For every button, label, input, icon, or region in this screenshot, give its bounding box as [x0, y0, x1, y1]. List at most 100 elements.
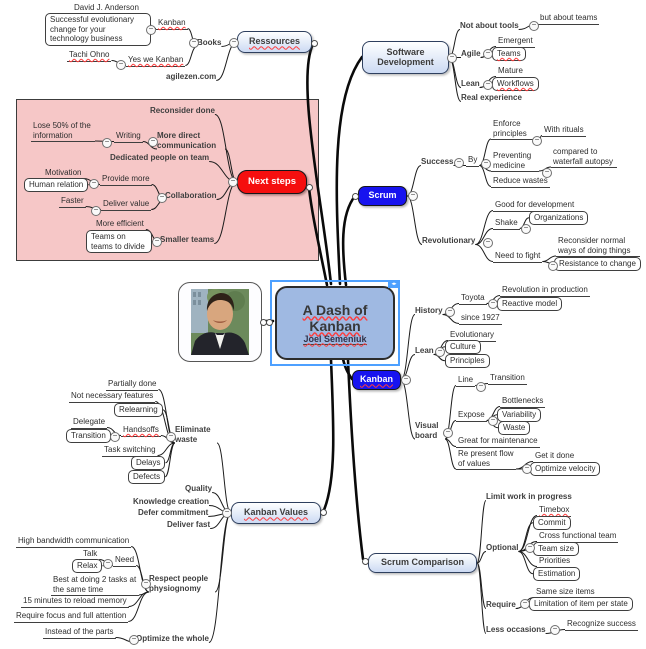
- collapse-icon[interactable]: −: [435, 347, 445, 357]
- topic-human-relation[interactable]: Human relation: [24, 178, 89, 192]
- collapse-icon[interactable]: −: [548, 261, 558, 271]
- topic-next-steps[interactable]: Next steps: [237, 170, 307, 194]
- collapse-icon[interactable]: −: [525, 543, 535, 553]
- topic-not-about-tools[interactable]: Not about tools: [460, 21, 519, 30]
- collapse-icon[interactable]: −: [521, 224, 531, 234]
- topic-resistance-to-change[interactable]: Resistance to change: [554, 257, 641, 271]
- collapse-icon[interactable]: −: [157, 193, 167, 203]
- collapse-icon[interactable]: −: [445, 307, 455, 317]
- topic-transition-2[interactable]: Transition: [66, 429, 111, 443]
- topic-books[interactable]: Books: [197, 38, 222, 47]
- topic-get-it-done[interactable]: Get it done: [533, 451, 577, 463]
- topic-teams[interactable]: Teams: [492, 47, 526, 61]
- topic-lean-kanban[interactable]: Lean: [415, 346, 434, 355]
- topic-optimize-the-whole[interactable]: Optimize the whole: [136, 634, 209, 643]
- topic-delegate[interactable]: Delegate: [71, 417, 108, 429]
- topic-reduce-wastes[interactable]: Reduce wastes: [491, 176, 550, 188]
- topic-expose[interactable]: Expose: [456, 410, 487, 422]
- topic-reconsider-done[interactable]: Reconsider done: [150, 106, 215, 115]
- collapse-icon[interactable]: −: [532, 136, 542, 146]
- topic-dedicated-people[interactable]: Dedicated people on team: [110, 153, 210, 162]
- topic-knowledge-creation[interactable]: Knowledge creation: [133, 497, 210, 506]
- collapse-icon[interactable]: −: [520, 599, 530, 609]
- topic-smaller-teams[interactable]: Smaller teams: [160, 235, 215, 244]
- topic-kanban[interactable]: Kanban: [352, 370, 401, 390]
- topic-commit[interactable]: Commit: [533, 516, 571, 530]
- collapse-icon[interactable]: −: [483, 49, 493, 59]
- topic-successful-evolutionary-change[interactable]: Successful evolutionary change for your …: [45, 13, 151, 46]
- topic-since-1927[interactable]: since 1927: [459, 313, 502, 325]
- collapse-icon[interactable]: −: [89, 179, 99, 189]
- topic-relearning[interactable]: Relearning: [114, 403, 163, 417]
- topic-require-focus[interactable]: Require focus and full attention: [14, 611, 129, 623]
- central-topic[interactable]: A Dash of Kanban Joel Semeniuk: [275, 286, 395, 360]
- topic-revolution-in-production[interactable]: Revolution in production: [500, 285, 590, 297]
- topic-transition[interactable]: Transition: [488, 373, 527, 385]
- speaker-photo[interactable]: [178, 282, 262, 362]
- collapse-icon[interactable]: −: [148, 137, 158, 147]
- topic-estimation[interactable]: Estimation: [533, 567, 581, 581]
- topic-provide-more[interactable]: Provide more: [100, 174, 152, 186]
- topic-represent-flow-of-values[interactable]: Re present flow of values: [456, 449, 516, 470]
- topic-defects[interactable]: Defects: [128, 470, 166, 484]
- topic-relax[interactable]: Relax: [72, 559, 103, 573]
- topic-preventing-medicine[interactable]: Preventing medicine: [491, 151, 539, 172]
- topic-timebox[interactable]: Timebox: [537, 505, 572, 517]
- topic-recognize-success[interactable]: Recognize success: [565, 619, 638, 631]
- topic-faster[interactable]: Faster: [59, 196, 86, 208]
- topic-emergent[interactable]: Emergent: [496, 36, 535, 48]
- topic-deliver-fast[interactable]: Deliver fast: [167, 520, 211, 529]
- topic-shake[interactable]: Shake: [493, 218, 520, 230]
- collapse-icon[interactable]: −: [110, 432, 120, 442]
- collapse-icon[interactable]: −: [542, 168, 552, 178]
- topic-history[interactable]: History: [415, 306, 443, 315]
- topic-bottlenecks[interactable]: Bottlenecks: [500, 396, 546, 408]
- collapse-icon[interactable]: −: [91, 206, 101, 216]
- topic-toyota[interactable]: Toyota: [459, 293, 487, 305]
- topic-great-for-maintenance[interactable]: Great for maintenance: [456, 436, 540, 448]
- topic-lose-50-percent[interactable]: Lose 50% of the information: [31, 121, 95, 142]
- topic-success[interactable]: Success: [421, 157, 454, 166]
- topic-teams-on-teams-to-divide[interactable]: Teams on teams to divide: [86, 230, 152, 253]
- topic-deliver-value[interactable]: Deliver value: [101, 199, 152, 211]
- topic-collaboration[interactable]: Collaboration: [165, 191, 217, 200]
- central-topic-selection-frame[interactable]: ◂▸ A Dash of Kanban Joel Semeniuk: [270, 280, 400, 366]
- topic-task-switching[interactable]: Task switching: [102, 445, 158, 457]
- topic-defer-commitment[interactable]: Defer commitment: [138, 508, 209, 517]
- topic-line[interactable]: Line: [456, 375, 476, 387]
- topic-handsoffs[interactable]: Handsoffs: [121, 425, 161, 437]
- topic-writing[interactable]: Writing: [114, 131, 143, 143]
- collapse-icon[interactable]: −: [102, 138, 112, 148]
- collapse-icon[interactable]: −: [189, 38, 199, 48]
- topic-good-for-development[interactable]: Good for development: [493, 200, 577, 212]
- collapse-icon[interactable]: −: [488, 416, 498, 426]
- topic-compared-to-waterfall-autopsy[interactable]: compared to waterfall autopsy: [551, 147, 617, 168]
- topic-eliminate-waste[interactable]: Eliminate waste: [175, 425, 211, 444]
- collapse-icon[interactable]: −: [529, 21, 539, 31]
- topic-organizations[interactable]: Organizations: [529, 211, 589, 225]
- collapse-icon[interactable]: −: [222, 508, 232, 518]
- topic-revolutionary[interactable]: Revolutionary: [422, 236, 476, 245]
- topic-principles[interactable]: Principles: [445, 354, 490, 368]
- selection-handle[interactable]: ◂▸: [388, 280, 400, 288]
- topic-optional[interactable]: Optional: [486, 543, 519, 552]
- topic-limitation-of-item-per-state[interactable]: Limitation of item per state: [529, 597, 633, 611]
- collapse-icon[interactable]: −: [152, 237, 162, 247]
- topic-delays[interactable]: Delays: [131, 456, 166, 470]
- topic-more-efficient[interactable]: More efficient: [94, 219, 146, 231]
- collapse-icon[interactable]: −: [129, 635, 139, 645]
- collapse-icon[interactable]: −: [408, 191, 418, 201]
- collapse-icon[interactable]: −: [166, 432, 176, 442]
- topic-15-minutes-reload-memory[interactable]: 15 minutes to reload memory: [21, 596, 129, 608]
- collapse-icon[interactable]: −: [447, 53, 457, 63]
- topic-reactive-model[interactable]: Reactive model: [497, 297, 563, 311]
- collapse-icon[interactable]: −: [476, 382, 486, 392]
- topic-with-rituals[interactable]: With rituals: [542, 125, 586, 137]
- topic-lean-sd[interactable]: Lean: [461, 79, 480, 88]
- topic-yes-we-kanban[interactable]: Yes we Kanban: [126, 55, 186, 67]
- topic-reconsider-normal-ways[interactable]: Reconsider normal ways of doing things: [556, 236, 640, 257]
- topic-priorities[interactable]: Priorities: [537, 556, 573, 568]
- collapse-icon[interactable]: −: [116, 60, 126, 70]
- topic-not-necessary-features[interactable]: Not necessary features: [69, 391, 156, 403]
- topic-workflows[interactable]: Workflows: [492, 77, 539, 91]
